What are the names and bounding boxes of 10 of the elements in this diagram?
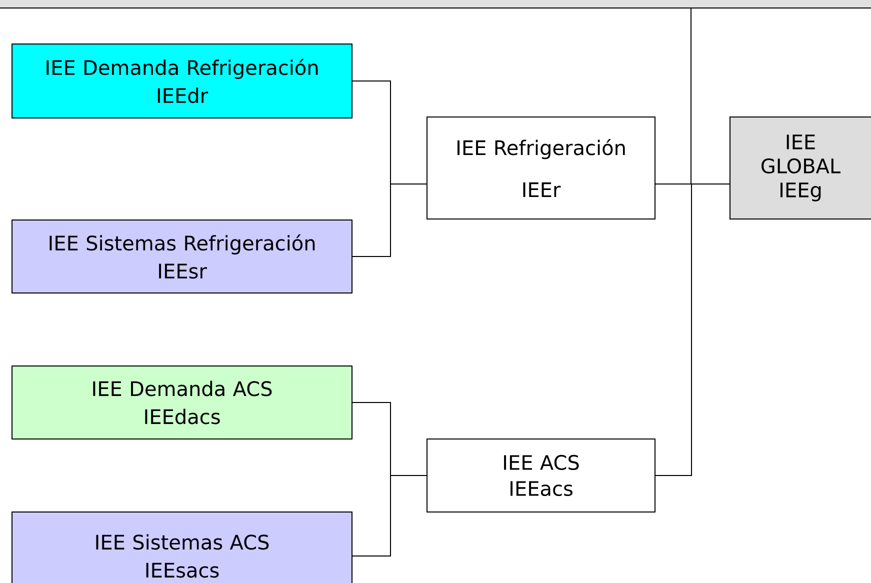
process-box: IEE GLOBAL IEEg	[730, 116, 871, 220]
process-box: IEE Sistemas ACS IEEsacs	[12, 512, 352, 583]
connector-line	[352, 184, 427, 257]
connector-line	[352, 475, 427, 556]
process-box: IEE Demanda ACS IEEdacs	[12, 366, 352, 440]
process-box: IEE ACS IEEacs	[426, 438, 656, 512]
process-box: IEE Demanda Refrigeración IEEdr	[12, 44, 352, 118]
process-box: IEE Refrigeración IEEr	[426, 116, 656, 220]
connector-line	[690, 8, 730, 184]
process-box: IEE Sistemas Refrigeración IEEsr	[12, 220, 352, 294]
